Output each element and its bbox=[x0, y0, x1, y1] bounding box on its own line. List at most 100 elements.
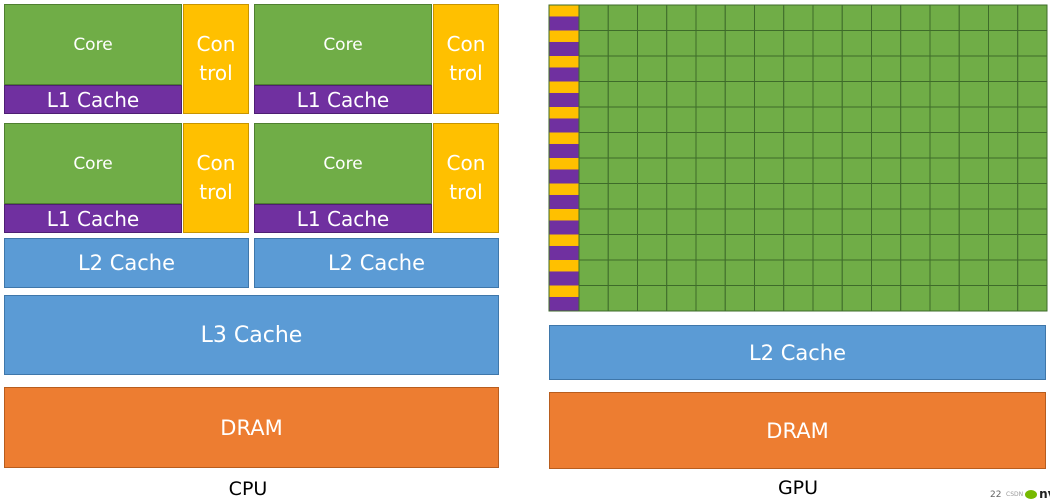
gpu-core-cell bbox=[1017, 106, 1048, 133]
gpu-core-cell bbox=[724, 4, 755, 31]
gpu-core-cell bbox=[1017, 157, 1048, 184]
gpu-l1-segment bbox=[549, 272, 579, 286]
gpu-core-cell bbox=[637, 208, 668, 235]
gpu-core-cell bbox=[812, 81, 843, 108]
gpu-core-cell bbox=[783, 259, 814, 286]
gpu-core-cell bbox=[900, 157, 931, 184]
gpu-core-cell bbox=[724, 259, 755, 286]
gpu-core-cell bbox=[637, 81, 668, 108]
gpu-core-cell bbox=[666, 259, 697, 286]
gpu-grid-frame bbox=[548, 4, 1048, 312]
gpu-core-cell bbox=[666, 208, 697, 235]
gpu-core-cell bbox=[783, 183, 814, 210]
gpu-core-cell bbox=[929, 30, 960, 57]
gpu-core-cell bbox=[607, 183, 638, 210]
gpu-core-cell bbox=[783, 285, 814, 312]
gpu-core-cell bbox=[1017, 208, 1048, 235]
page-number: 22 bbox=[990, 490, 1002, 500]
gpu-core-cell bbox=[988, 30, 1019, 57]
gpu-core-cell bbox=[841, 208, 872, 235]
gpu-core-cell bbox=[607, 55, 638, 82]
gpu-core-cell bbox=[871, 132, 902, 159]
gpu-core-cell bbox=[900, 4, 931, 31]
gpu-core-cell bbox=[783, 106, 814, 133]
cpu-control-label-line1: Con bbox=[196, 32, 236, 56]
cpu-dram-label: DRAM bbox=[220, 415, 283, 440]
cpu-l3-cache: L3 Cache bbox=[4, 295, 499, 375]
gpu-core-cell bbox=[666, 234, 697, 261]
gpu-core-cell bbox=[812, 55, 843, 82]
gpu-core-cell bbox=[900, 208, 931, 235]
gpu-core-cell bbox=[754, 4, 785, 31]
gpu-core-cell bbox=[929, 234, 960, 261]
gpu-core-cell bbox=[871, 157, 902, 184]
gpu-core-cell bbox=[666, 4, 697, 31]
gpu-core-cell bbox=[988, 157, 1019, 184]
cpu-l1-cache-bottom-left: L1 Cache bbox=[4, 204, 182, 233]
cpu-dram: DRAM bbox=[4, 387, 499, 468]
gpu-l1-segment bbox=[549, 43, 579, 56]
gpu-core-cell bbox=[666, 157, 697, 184]
cpu-core-top-right: Core bbox=[254, 4, 432, 85]
gpu-core-cell bbox=[812, 285, 843, 312]
gpu-core-cell bbox=[958, 183, 989, 210]
gpu-core-cell bbox=[637, 55, 668, 82]
watermark-logo: CSDN nv bbox=[1006, 487, 1050, 501]
gpu-core-cell bbox=[695, 234, 726, 261]
gpu-core-cell bbox=[695, 81, 726, 108]
gpu-core-cell bbox=[958, 259, 989, 286]
gpu-control-segment bbox=[549, 158, 579, 170]
cpu-l3-cache-label: L3 Cache bbox=[200, 322, 303, 348]
gpu-core-cell bbox=[666, 30, 697, 57]
gpu-core-cell bbox=[578, 183, 609, 210]
gpu-core-cell bbox=[988, 208, 1019, 235]
gpu-core-cell bbox=[958, 106, 989, 133]
gpu-core-cell bbox=[695, 183, 726, 210]
gpu-core-cell bbox=[871, 106, 902, 133]
gpu-core-cell bbox=[929, 4, 960, 31]
gpu-control-segment bbox=[549, 209, 579, 221]
gpu-core-cell bbox=[754, 157, 785, 184]
gpu-core-cell bbox=[1017, 259, 1048, 286]
gpu-core-cell bbox=[1017, 183, 1048, 210]
gpu-l1-segment bbox=[549, 17, 579, 31]
cpu-core-label: Core bbox=[73, 153, 113, 174]
gpu-core-cell bbox=[607, 132, 638, 159]
gpu-core-cell bbox=[929, 208, 960, 235]
gpu-core-cell bbox=[988, 4, 1019, 31]
gpu-core-cell bbox=[754, 259, 785, 286]
gpu-core-cell bbox=[783, 55, 814, 82]
gpu-core-cell bbox=[929, 81, 960, 108]
gpu-core-cell bbox=[607, 259, 638, 286]
cpu-caption: CPU bbox=[228, 478, 268, 500]
gpu-core-cell bbox=[754, 106, 785, 133]
gpu-core-cell bbox=[637, 106, 668, 133]
gpu-core-cell bbox=[695, 132, 726, 159]
gpu-core-cell bbox=[988, 55, 1019, 82]
gpu-core-cell bbox=[841, 183, 872, 210]
gpu-core-cell bbox=[812, 183, 843, 210]
gpu-core-cell bbox=[988, 183, 1019, 210]
gpu-core-cell bbox=[929, 106, 960, 133]
gpu-core-cell bbox=[754, 234, 785, 261]
gpu-core-cell bbox=[783, 132, 814, 159]
gpu-core-cell bbox=[900, 259, 931, 286]
gpu-core-cell bbox=[666, 183, 697, 210]
gpu-core-cell bbox=[607, 208, 638, 235]
gpu-core-cell bbox=[812, 157, 843, 184]
gpu-control-segment bbox=[549, 132, 579, 144]
gpu-core-cell bbox=[637, 4, 668, 31]
gpu-core-cell bbox=[958, 234, 989, 261]
gpu-core-cell bbox=[578, 208, 609, 235]
gpu-core-cell bbox=[841, 234, 872, 261]
gpu-core-cell bbox=[1017, 285, 1048, 312]
gpu-core-cell bbox=[812, 30, 843, 57]
gpu-core-cell bbox=[754, 132, 785, 159]
gpu-core-cell bbox=[695, 208, 726, 235]
gpu-core-cell bbox=[871, 208, 902, 235]
gpu-core-cell bbox=[607, 234, 638, 261]
gpu-dram: DRAM bbox=[549, 392, 1046, 469]
cpu-core-bottom-right: Core bbox=[254, 123, 432, 204]
gpu-core-cell bbox=[754, 55, 785, 82]
